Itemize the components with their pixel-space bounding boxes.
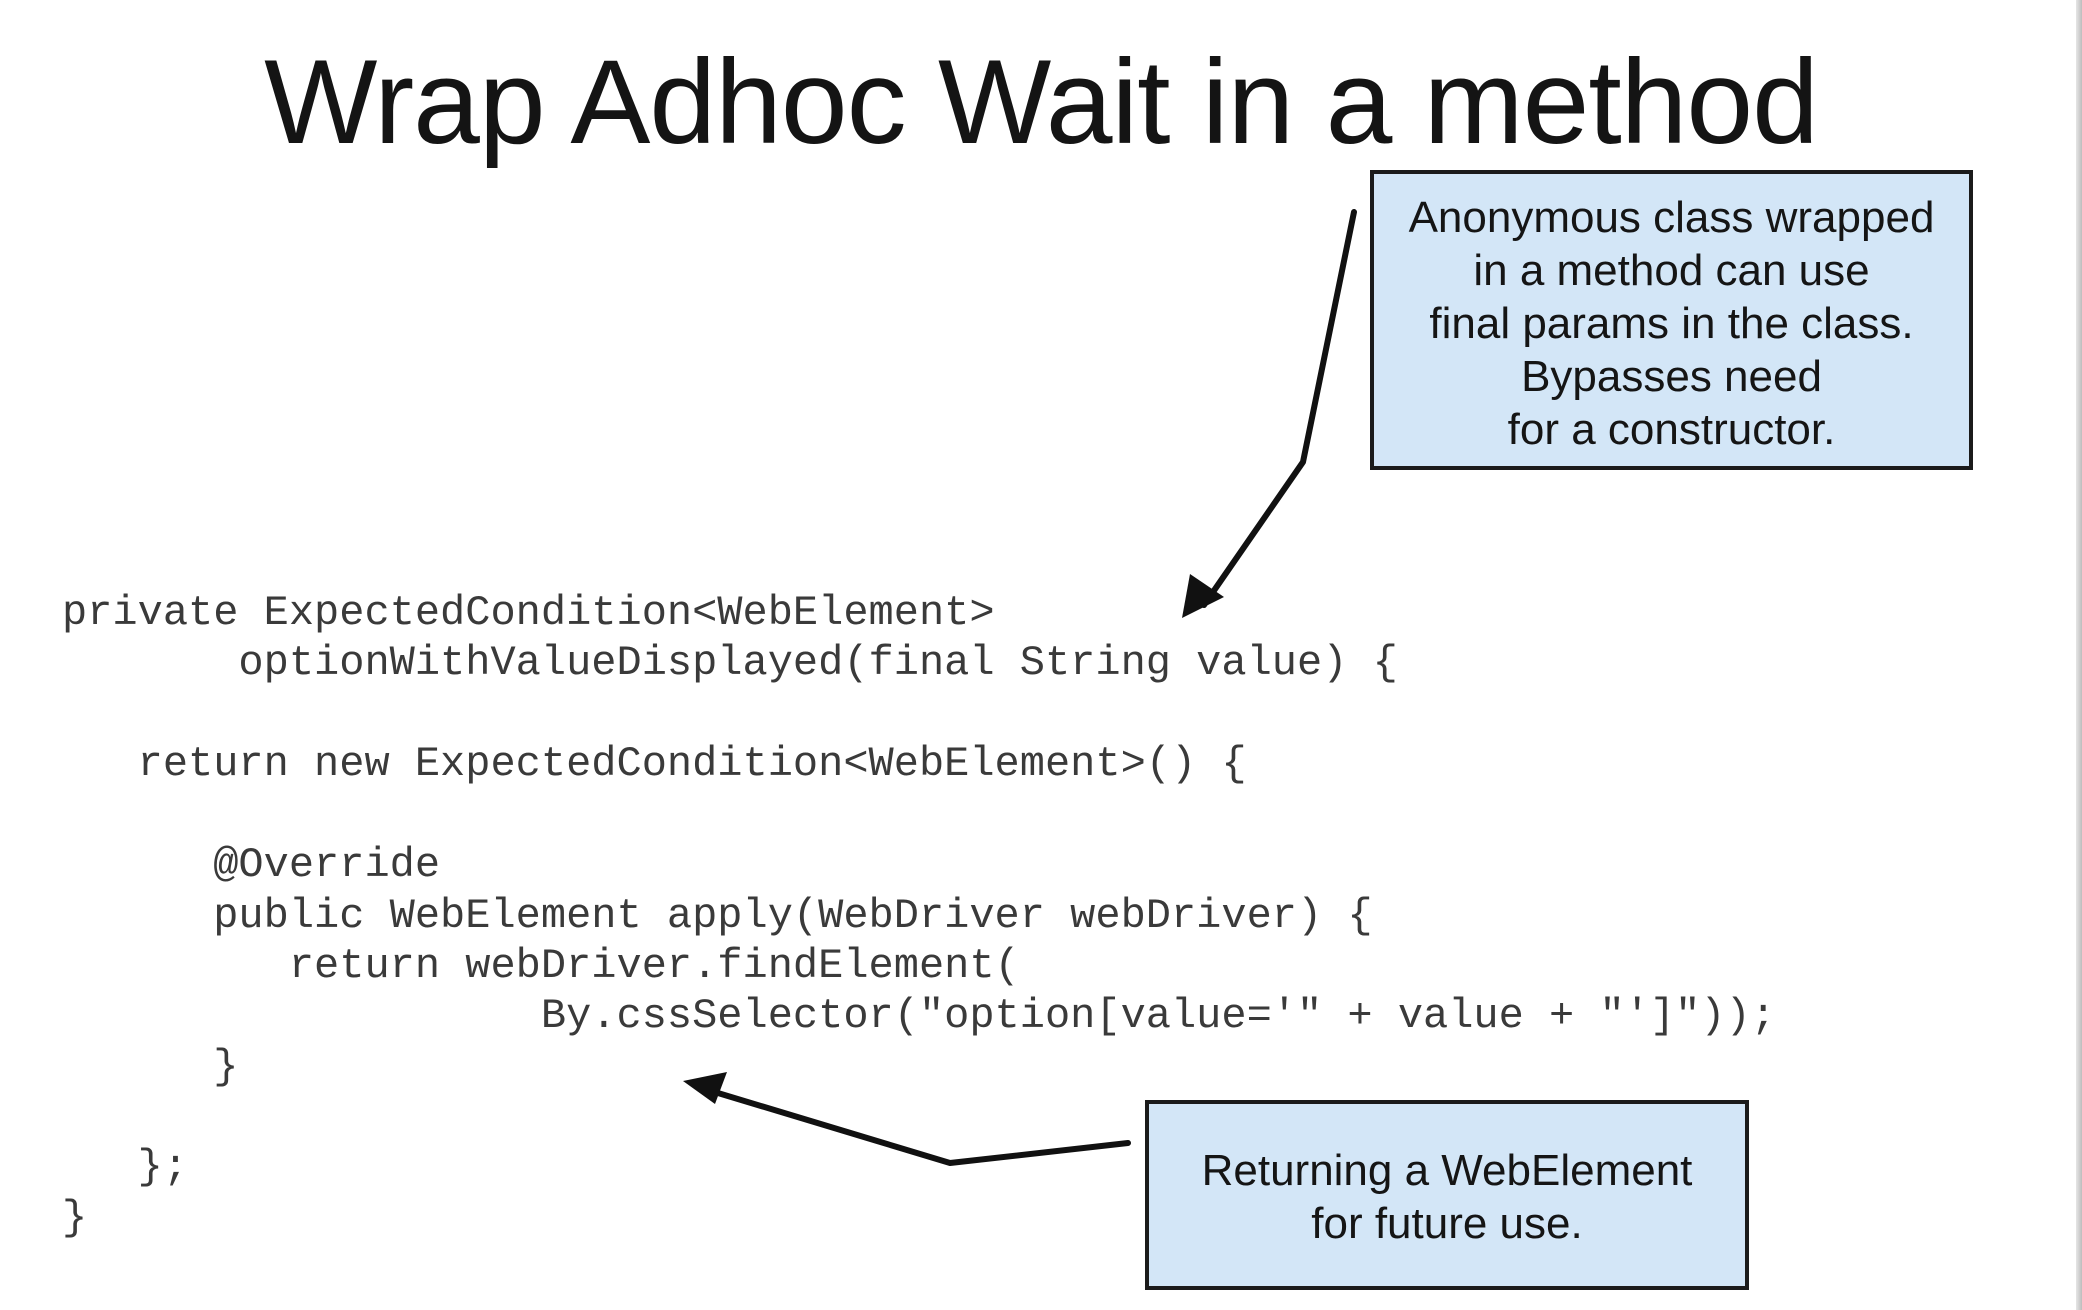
- callout-line: Anonymous class wrapped: [1408, 193, 1935, 242]
- code-line: };: [62, 1143, 189, 1191]
- code-line: }: [62, 1043, 239, 1091]
- code-line: By.cssSelector("option[value='" + value …: [62, 992, 1776, 1040]
- arrow-bottom-callout: [705, 1087, 1131, 1166]
- code-block: private ExpectedCondition<WebElement> op…: [62, 0, 1776, 1242]
- code-line: optionWithValueDisplayed(final String va…: [62, 639, 1398, 687]
- arrowhead-bottom: [683, 1072, 727, 1104]
- callout-line: for future use.: [1311, 1199, 1583, 1248]
- code-line: @Override: [62, 841, 441, 889]
- slide-title: Wrap Adhoc Wait in a method: [264, 35, 1819, 169]
- code-line: }: [62, 1194, 88, 1242]
- callout-line: in a method can use: [1473, 246, 1870, 295]
- callout-line: final params in the class.: [1429, 299, 1914, 348]
- code-line: return webDriver.findElement(: [62, 942, 1020, 990]
- callout-anonymous-class: Anonymous class wrapped in a method can …: [1370, 170, 1973, 470]
- callout-line: for a constructor.: [1507, 405, 1836, 454]
- arrow-top-callout: [1201, 209, 1357, 608]
- callout-returning-webelement: Returning a WebElement for future use.: [1145, 1100, 1749, 1290]
- callout-line: Bypasses need: [1521, 352, 1822, 401]
- callout-line: Returning a WebElement: [1201, 1146, 1693, 1195]
- slide-edge: [2076, 0, 2082, 1310]
- code-line: private ExpectedCondition<WebElement>: [62, 589, 995, 637]
- arrowhead-top: [1182, 574, 1224, 618]
- code-line: public WebElement apply(WebDriver webDri…: [62, 892, 1373, 940]
- code-line: return new ExpectedCondition<WebElement>…: [62, 740, 1247, 788]
